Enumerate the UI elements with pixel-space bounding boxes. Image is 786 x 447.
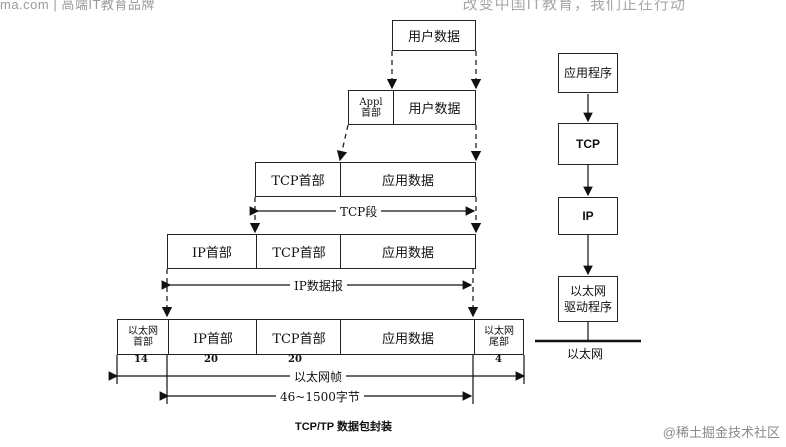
eth-tcpheader-label: TCP首部 [272, 331, 326, 347]
figure-caption: TCP/TP 数据包封装 [295, 421, 392, 433]
ip-datagram-label: IP数据报 [290, 277, 347, 294]
tcp-appdata-label: 应用数据 [381, 174, 434, 189]
size-eth-trailer: 4 [495, 354, 502, 365]
stack-tcp-box: TCP [558, 123, 618, 165]
stack-ip-box: IP [558, 197, 618, 235]
tcp-header-label: TCP首部 [271, 174, 325, 189]
appl-header-cell: Appl 首部 [359, 96, 383, 119]
eth-appdata-cell: 应用数据 [340, 320, 475, 354]
eth-tcpheader-cell: TCP首部 [256, 320, 341, 354]
ip-appdata-cell: 应用数据 [340, 235, 475, 268]
stack-ip-label: IP [582, 209, 594, 223]
tcp-appdata-cell: 应用数据 [340, 163, 475, 196]
tcp-row: TCP首部 应用数据 [255, 162, 476, 197]
ip-row: IP首部 TCP首部 应用数据 [167, 234, 476, 269]
size-tcp-header: 20 [288, 354, 302, 365]
eth-trailer-cell: 以太网 尾部 [474, 320, 523, 354]
stack-tcp-label: TCP [576, 137, 600, 151]
tcp-header-cell: TCP首部 [256, 163, 340, 196]
stack-app-box: 应用程序 [558, 53, 618, 93]
size-range-label: 46~1500字节 [276, 388, 364, 405]
size-ip-header: 20 [204, 354, 218, 365]
user-data-box: 用户数据 [392, 20, 476, 51]
appl-row: Appl 首部 用户数据 [348, 90, 476, 125]
ip-header-label: IP首部 [192, 246, 232, 261]
ip-appdata-label: 应用数据 [381, 246, 434, 261]
ip-tcpheader-label: TCP首部 [272, 246, 326, 261]
tcp-segment-label: TCP段 [336, 203, 382, 220]
eth-row: 以太网 首部 IP首部 TCP首部 应用数据 以太网 尾部 [117, 319, 524, 355]
header-brand: ma.com | 高端IT教育品牌 [0, 0, 155, 12]
appl-userdata-label: 用户数据 [408, 102, 461, 117]
eth-ipheader-label: IP首部 [193, 331, 233, 347]
ip-header-cell: IP首部 [168, 235, 256, 268]
ip-tcpheader-cell: TCP首部 [256, 235, 341, 268]
user-data-label: 用户数据 [407, 30, 460, 45]
stack-ethernet-label: 以太网 [563, 345, 608, 362]
stack-app-label: 应用程序 [563, 66, 612, 80]
eth-ipheader-cell: IP首部 [168, 320, 257, 354]
eth-frame-label: 以太网帧 [290, 368, 347, 385]
appl-userdata-cell: 用户数据 [393, 91, 475, 124]
header-slogan: 改变中国IT教育，我们正在行动 [462, 0, 686, 13]
stack-driver-box: 以太网 驱动程序 [558, 276, 618, 322]
watermark: @稀土掘金技术社区 [662, 425, 780, 440]
size-eth-header: 14 [134, 354, 148, 365]
arrow-appl-left [336, 124, 349, 162]
eth-appdata-label: 应用数据 [381, 331, 434, 347]
eth-header-cell: 以太网 首部 [128, 326, 158, 348]
